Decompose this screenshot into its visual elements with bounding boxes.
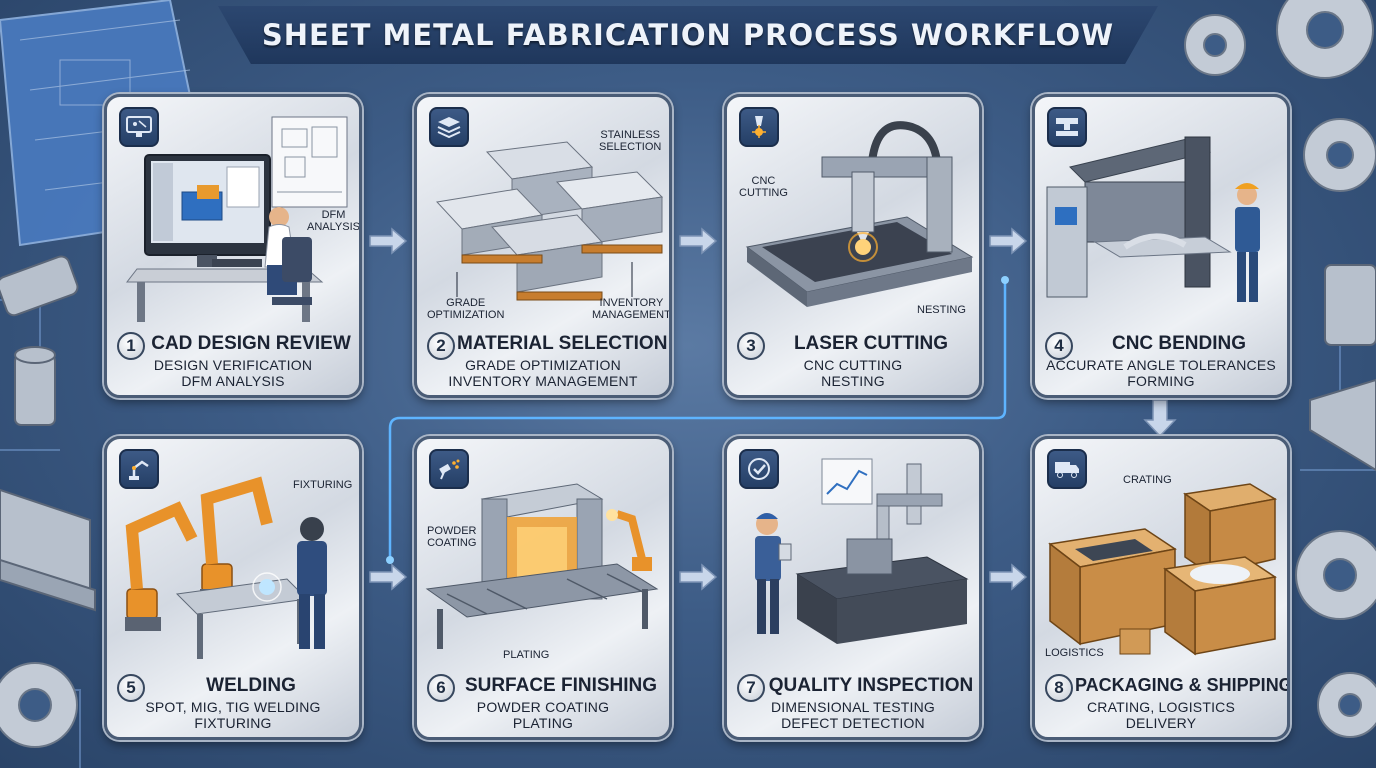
step-number: 3	[737, 332, 765, 360]
step-title: SURFACE FINISHING	[464, 675, 658, 696]
crates-illustration	[1048, 483, 1278, 656]
callout-label: NESTING	[917, 304, 966, 316]
welding-robots-illustration	[125, 476, 327, 659]
step-description: SPOT, MIG, TIG WELDING	[145, 699, 321, 715]
step-number: 7	[737, 674, 765, 702]
robot-arm-icon	[119, 449, 159, 489]
checkmark-icon	[739, 449, 779, 489]
step-number: 4	[1045, 332, 1073, 360]
step-card-packaging-shipping: CRATING LOGISTICS 8 PACKAGING & SHIPPING…	[1032, 436, 1290, 740]
step-title: WELDING	[206, 675, 296, 696]
press-brake-illustration	[1046, 136, 1260, 302]
step-title: LASER CUTTING	[793, 333, 949, 354]
arrow-down-icon	[1143, 399, 1177, 438]
step-description: CNC CUTTING	[803, 357, 903, 373]
step-description: DFM ANALYSIS	[181, 373, 285, 389]
callout-label: INVENTORY MANAGEMENT	[592, 297, 671, 321]
step-number: 6	[427, 674, 455, 702]
step-description: NESTING	[821, 373, 885, 389]
arrow-right-icon	[369, 563, 408, 591]
step-number: 1	[117, 332, 145, 360]
cad-workstation-illustration	[125, 116, 348, 322]
step-description: PLATING	[512, 715, 574, 731]
gear-icon	[0, 530, 1376, 748]
step-description: POWDER COATING	[476, 699, 610, 715]
step-card-quality-inspection: 7 QUALITY INSPECTION DIMENSIONAL TESTING…	[724, 436, 982, 740]
step-description: CRATING, LOGISTICS	[1086, 699, 1236, 715]
step-description: INVENTORY MANAGEMENT	[448, 373, 638, 389]
callout-label: STAINLESS SELECTION	[599, 129, 662, 153]
title-banner: SHEET METAL FABRICATION PROCESS WORKFLOW	[218, 6, 1158, 64]
arrow-right-icon	[679, 227, 718, 255]
step-title: MATERIAL SELECTION	[457, 333, 668, 354]
press-brake-icon	[1047, 107, 1087, 147]
step-card-laser-cutting: CNC CUTTING NESTING 3 LASER CUTTING CNC …	[724, 94, 982, 398]
callout-label: FIXTURING	[293, 479, 353, 491]
step-description: FIXTURING	[194, 715, 272, 731]
step-title: CAD DESIGN REVIEW	[151, 333, 351, 354]
callout-label: CRATING	[1123, 474, 1172, 486]
step-description: DEFECT DETECTION	[781, 715, 925, 731]
metal-sheets-illustration	[436, 141, 664, 301]
step-title: CNC BENDING	[1111, 333, 1247, 354]
step-title: PACKAGING & SHIPPING	[1075, 675, 1290, 695]
cmm-inspection-illustration	[755, 458, 969, 644]
step-description: DELIVERY	[1125, 715, 1197, 731]
step-description: DESIGN VERIFICATION	[153, 357, 313, 373]
step-description: GRADE OPTIMIZATION	[465, 357, 621, 373]
step-card-surface-finishing: POWDER COATING PLATING 6 SURFACE FINISHI…	[414, 436, 672, 740]
step-number: 8	[1045, 674, 1073, 702]
step-number: 5	[117, 674, 145, 702]
layers-icon	[429, 107, 469, 147]
flow-connector	[388, 280, 1007, 560]
arrow-right-icon	[989, 563, 1028, 591]
step-card-material-selection: STAINLESS SELECTION GRADE OPTIMIZATION I…	[414, 94, 672, 398]
callout-label: LOGISTICS	[1045, 647, 1104, 659]
arrow-right-icon	[369, 227, 408, 255]
arrow-right-icon	[679, 563, 718, 591]
coating-booth-illustration	[425, 483, 659, 649]
truck-icon	[1047, 449, 1087, 489]
arrow-right-icon	[989, 227, 1028, 255]
step-description: ACCURATE ANGLE TOLERANCES	[1046, 357, 1276, 373]
step-description: DIMENSIONAL TESTING	[770, 699, 936, 715]
step-description: FORMING	[1127, 373, 1195, 389]
laser-icon	[739, 107, 779, 147]
callout-label: PLATING	[503, 649, 550, 661]
callout-label: GRADE OPTIMIZATION	[427, 297, 505, 321]
step-title: QUALITY INSPECTION	[768, 675, 974, 696]
callout-label: DFM ANALYSIS	[307, 209, 360, 233]
spray-icon	[429, 449, 469, 489]
step-card-cad-design-review: DFM ANALYSIS 1 CAD DESIGN REVIEW DESIGN …	[104, 94, 362, 398]
laser-cutter-illustration	[745, 121, 974, 307]
step-card-cnc-bending: 4 CNC BENDING ACCURATE ANGLE TOLERANCES …	[1032, 94, 1290, 398]
monitor-icon	[119, 107, 159, 147]
gear-icon	[1184, 0, 1376, 192]
page-title: SHEET METAL FABRICATION PROCESS WORKFLOW	[261, 18, 1115, 52]
callout-label: POWDER COATING	[427, 525, 477, 549]
step-card-welding: FIXTURING 5 WELDING SPOT, MIG, TIG WELDI…	[104, 436, 362, 740]
step-number: 2	[427, 332, 455, 360]
callout-label: CNC CUTTING	[739, 175, 788, 199]
